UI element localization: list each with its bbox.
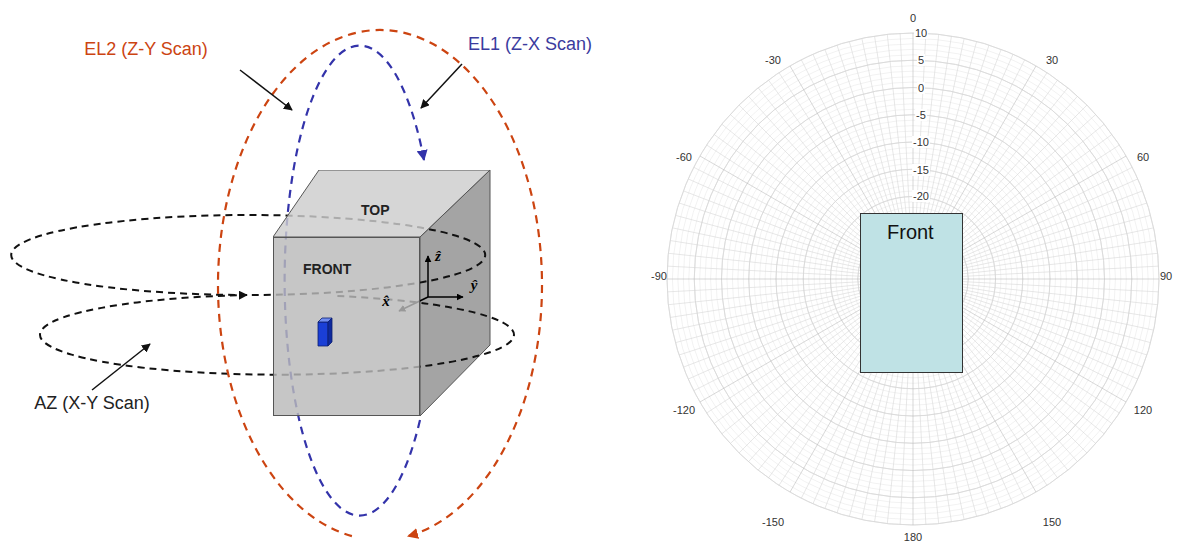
- box-face: FRONT: [273, 237, 420, 416]
- polar-grid: [667, 33, 1159, 525]
- grid-spoke: [933, 228, 1154, 275]
- leader-arrow: [421, 64, 462, 108]
- radial-label: -10: [912, 136, 930, 148]
- angle-label: -120: [673, 404, 695, 416]
- radial-label: 0: [917, 82, 925, 94]
- angle-label: 120: [1134, 404, 1152, 416]
- el2-scan-path: [218, 30, 542, 536]
- scan-label: EL1 (Z-X Scan): [468, 35, 592, 55]
- grid-spoke: [933, 266, 1159, 278]
- radial-label: 5: [917, 54, 925, 66]
- grid-spoke: [933, 282, 1156, 317]
- leader-arrow: [240, 70, 292, 110]
- box-label: Front: [887, 221, 934, 244]
- angle-label: 150: [1043, 516, 1061, 528]
- grid-spoke: [933, 279, 1159, 280]
- radial-label: -15: [912, 164, 930, 176]
- radial-label: -20: [912, 190, 930, 202]
- scan-label: AZ (X-Y Scan): [34, 394, 150, 414]
- angle-label: -90: [651, 270, 667, 282]
- angle-label: -60: [676, 151, 692, 163]
- angle-label: -150: [762, 516, 784, 528]
- grid-ring: [667, 33, 1159, 525]
- angle-label: 180: [904, 531, 922, 543]
- scan-label: EL2 (Z-Y Scan): [84, 40, 208, 60]
- angle-label: 0: [910, 12, 916, 24]
- grid-ring: [667, 33, 1159, 525]
- box-face: TOP: [273, 170, 490, 237]
- axis-label: x̂: [382, 293, 390, 310]
- grid-spoke: [932, 191, 1143, 272]
- grid-spoke: [932, 286, 1143, 367]
- angle-label: 60: [1137, 151, 1149, 163]
- grid-spoke: [932, 284, 1150, 342]
- axis-label: ŷ: [471, 277, 478, 294]
- face-label: TOP: [361, 202, 390, 218]
- grid-spoke: [933, 280, 1159, 292]
- angle-label: -30: [765, 54, 781, 66]
- grid-spoke: [933, 253, 1158, 277]
- antenna-symbol: [316, 316, 336, 348]
- top-face: [273, 170, 490, 237]
- face-label: FRONT: [303, 261, 351, 277]
- grid-spoke: [932, 203, 1147, 273]
- radial-label: 10: [914, 27, 928, 39]
- front-marker-box: Front: [860, 213, 963, 373]
- angle-label: 30: [1046, 54, 1058, 66]
- axis-label: ẑ: [435, 248, 441, 265]
- angle-label: 90: [1160, 270, 1172, 282]
- grid-spoke: [932, 285, 1147, 355]
- grid-spoke: [933, 241, 1156, 276]
- leader-arrow: [92, 344, 150, 390]
- grid-spoke: [932, 215, 1150, 273]
- grid-spoke: [933, 281, 1158, 305]
- radial-label: -5: [915, 109, 927, 121]
- grid-spoke: [933, 283, 1154, 330]
